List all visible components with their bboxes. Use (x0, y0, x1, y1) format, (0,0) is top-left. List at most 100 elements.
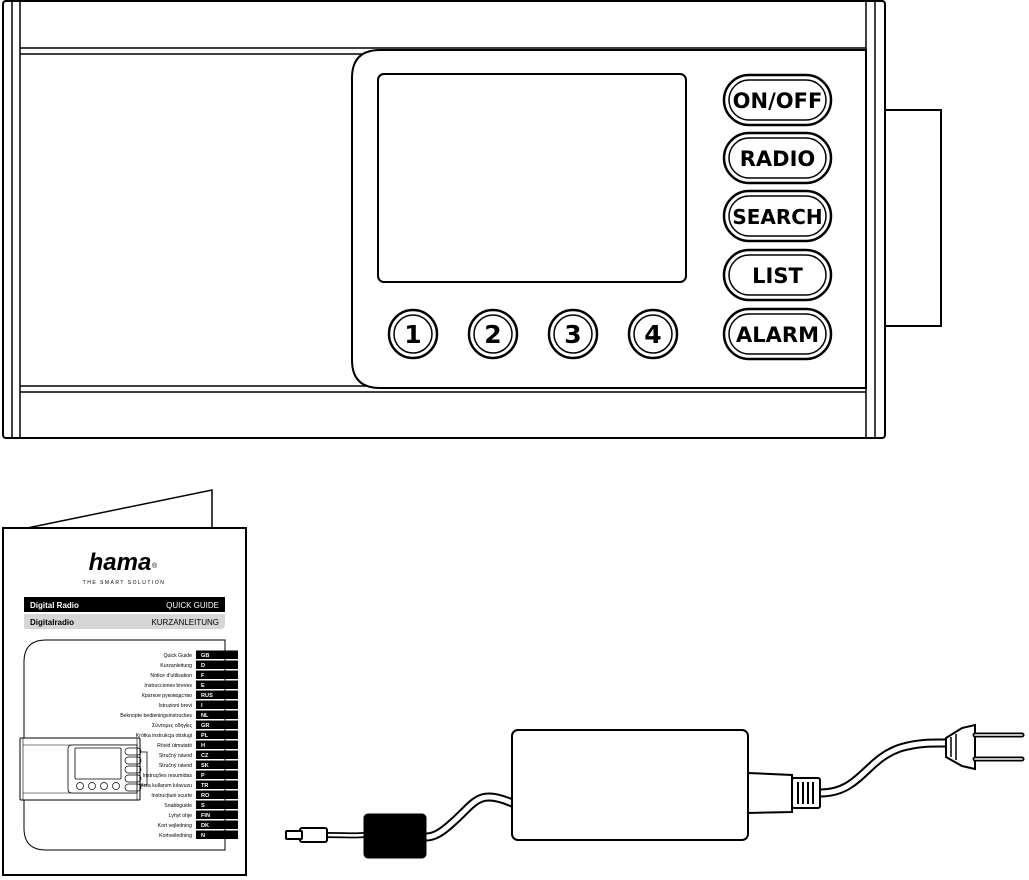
language-code: DK (201, 823, 209, 829)
language-code: P (201, 773, 205, 779)
language-code: H (201, 743, 205, 749)
language-label: Lyhyt ohje (169, 813, 193, 819)
radio-button-alarm[interactable]: ALARM (722, 307, 833, 361)
language-label: Σύντομες οδηγίες (152, 723, 192, 729)
language-code-tab (196, 680, 238, 689)
language-label: Istruzioni brevi (159, 703, 192, 709)
language-label: Краткое руководство (142, 693, 192, 699)
language-code: PL (201, 733, 209, 739)
language-code-tab (196, 710, 238, 719)
power-adapter (285, 723, 1025, 859)
dc-plug (299, 827, 328, 843)
language-code-tab (196, 740, 238, 749)
language-code: I (201, 703, 203, 709)
preset-label-4: 4 (644, 320, 661, 349)
language-code-tab (196, 660, 238, 669)
radio-button-label: RADIO (740, 147, 816, 171)
language-code-tab (196, 720, 238, 729)
language-label: Krótka instrukcja obsługi (136, 733, 192, 739)
language-code-tab (196, 700, 238, 709)
booklet-title-en: Digital Radio (30, 601, 79, 610)
language-label: Snabbguide (164, 803, 192, 809)
language-label: Kortveiledning (159, 833, 192, 839)
quick-guide-booklet: hama ® THE SMART SOLUTION Digital Radio … (2, 489, 247, 876)
language-label: Quick Guide (163, 653, 192, 659)
language-label: Stručný návod (159, 753, 192, 759)
booklet-title-bar (24, 597, 225, 612)
language-code-tab (196, 670, 238, 679)
booklet-tagline: THE SMART SOLUTION (83, 580, 166, 586)
language-code-tab (196, 750, 238, 759)
booklet-subtitle-en: QUICK GUIDE (166, 601, 219, 610)
power-button-label: ON/OFF (733, 89, 823, 113)
language-code: NL (201, 713, 209, 719)
radio-display (377, 73, 687, 283)
language-code-tab (196, 810, 238, 819)
booklet-subtitle-bar (24, 614, 225, 629)
alarm-button-label: ALARM (736, 323, 819, 347)
language-label: Notice d'utilisation (150, 673, 192, 679)
language-label: Instruções resumidas (143, 773, 193, 779)
strain-relief (747, 771, 793, 815)
language-label: Kısa kullanım kılavuzu (140, 783, 192, 789)
language-code-tab (196, 800, 238, 809)
preset-button-2[interactable]: 2 (467, 308, 519, 360)
language-code-tab (196, 690, 238, 699)
preset-button-4[interactable]: 4 (627, 308, 679, 360)
language-code: RO (201, 793, 210, 799)
language-code-tab (196, 790, 238, 799)
booklet-content-frame (23, 639, 226, 851)
language-code: F (201, 673, 205, 679)
language-code-tab (196, 780, 238, 789)
booklet-language-list: Quick Guide GB Kurzanleitung D Notice d'util… (120, 650, 238, 839)
language-label: Kurzanleitung (160, 663, 192, 669)
list-button-label: LIST (752, 264, 803, 288)
language-label: Instrucciones breves (144, 683, 192, 689)
language-code: D (201, 663, 205, 669)
language-code-tab (196, 730, 238, 739)
radio-button-power[interactable]: ON/OFF (722, 73, 833, 127)
booklet-brand-logo: hama (89, 549, 152, 576)
booklet-brand-mark: ® (152, 562, 158, 570)
language-code-tab (196, 820, 238, 829)
language-code: GR (201, 723, 209, 729)
radio-button-search[interactable]: SEARCH (722, 189, 833, 243)
preset-label-1: 1 (404, 320, 421, 349)
language-code-tab (196, 650, 238, 659)
radio-button-radio[interactable]: RADIO (722, 131, 833, 185)
booklet-back-cover (2, 489, 213, 534)
radio-body-outline (2, 0, 886, 439)
language-code: E (201, 683, 205, 689)
preset-label-3: 3 (564, 320, 581, 349)
power-supply-brick (511, 729, 749, 841)
language-label: Kort vejledning (158, 823, 192, 829)
language-label: Rövid útmutató (157, 743, 192, 749)
preset-label-2: 2 (484, 320, 501, 349)
language-code: GB (201, 653, 209, 659)
radio-rear-mount (885, 109, 942, 327)
language-code: S (201, 803, 205, 809)
language-code-tab (196, 760, 238, 769)
language-code-tab (196, 770, 238, 779)
language-label: Stručný návod (159, 763, 192, 769)
ac-plug (945, 723, 976, 771)
language-label: Instrucțiuni scurte (151, 793, 192, 799)
preset-button-1[interactable]: 1 (387, 308, 439, 360)
booklet-subtitle-de: KURZANLEITUNG (151, 618, 219, 627)
booklet-radio-illustration (19, 737, 148, 801)
language-label: Beknopte bedieningsinstructies (120, 713, 192, 719)
ferrite-core (363, 813, 427, 859)
language-code-tab (196, 830, 238, 839)
radio-button-list[interactable]: LIST (722, 248, 833, 302)
language-code: FIN (201, 813, 210, 819)
ac-cable-outline (815, 738, 955, 798)
booklet-title-de: Digitalradio (30, 618, 74, 627)
language-code: TR (201, 783, 208, 789)
language-code: N (201, 833, 205, 839)
language-code: CZ (201, 753, 209, 759)
preset-button-3[interactable]: 3 (547, 308, 599, 360)
language-code: SK (201, 763, 209, 769)
search-button-label: SEARCH (732, 205, 822, 229)
language-code: RUS (201, 693, 213, 699)
